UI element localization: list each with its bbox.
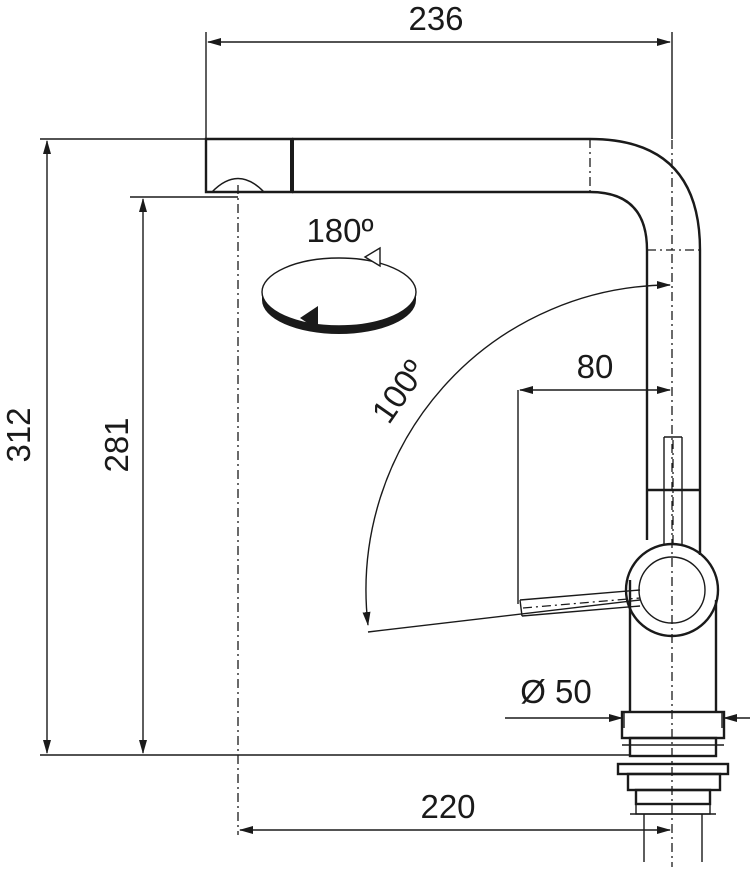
rotation-arrow-icon <box>261 246 417 334</box>
label-rotation: 180º <box>306 212 373 249</box>
label-lever-angle: 100º <box>364 353 433 429</box>
label-reach: 220 <box>420 788 475 825</box>
faucet-outline <box>204 137 730 862</box>
label-height-total: 312 <box>0 407 37 462</box>
lever-angle-arc <box>362 281 671 626</box>
label-base-diameter: Ø 50 <box>520 673 592 710</box>
label-spout-height: 281 <box>98 417 135 472</box>
label-width-top: 236 <box>408 0 463 37</box>
label-lever-offset: 80 <box>577 348 614 385</box>
lever-angle-ray <box>367 599 641 633</box>
